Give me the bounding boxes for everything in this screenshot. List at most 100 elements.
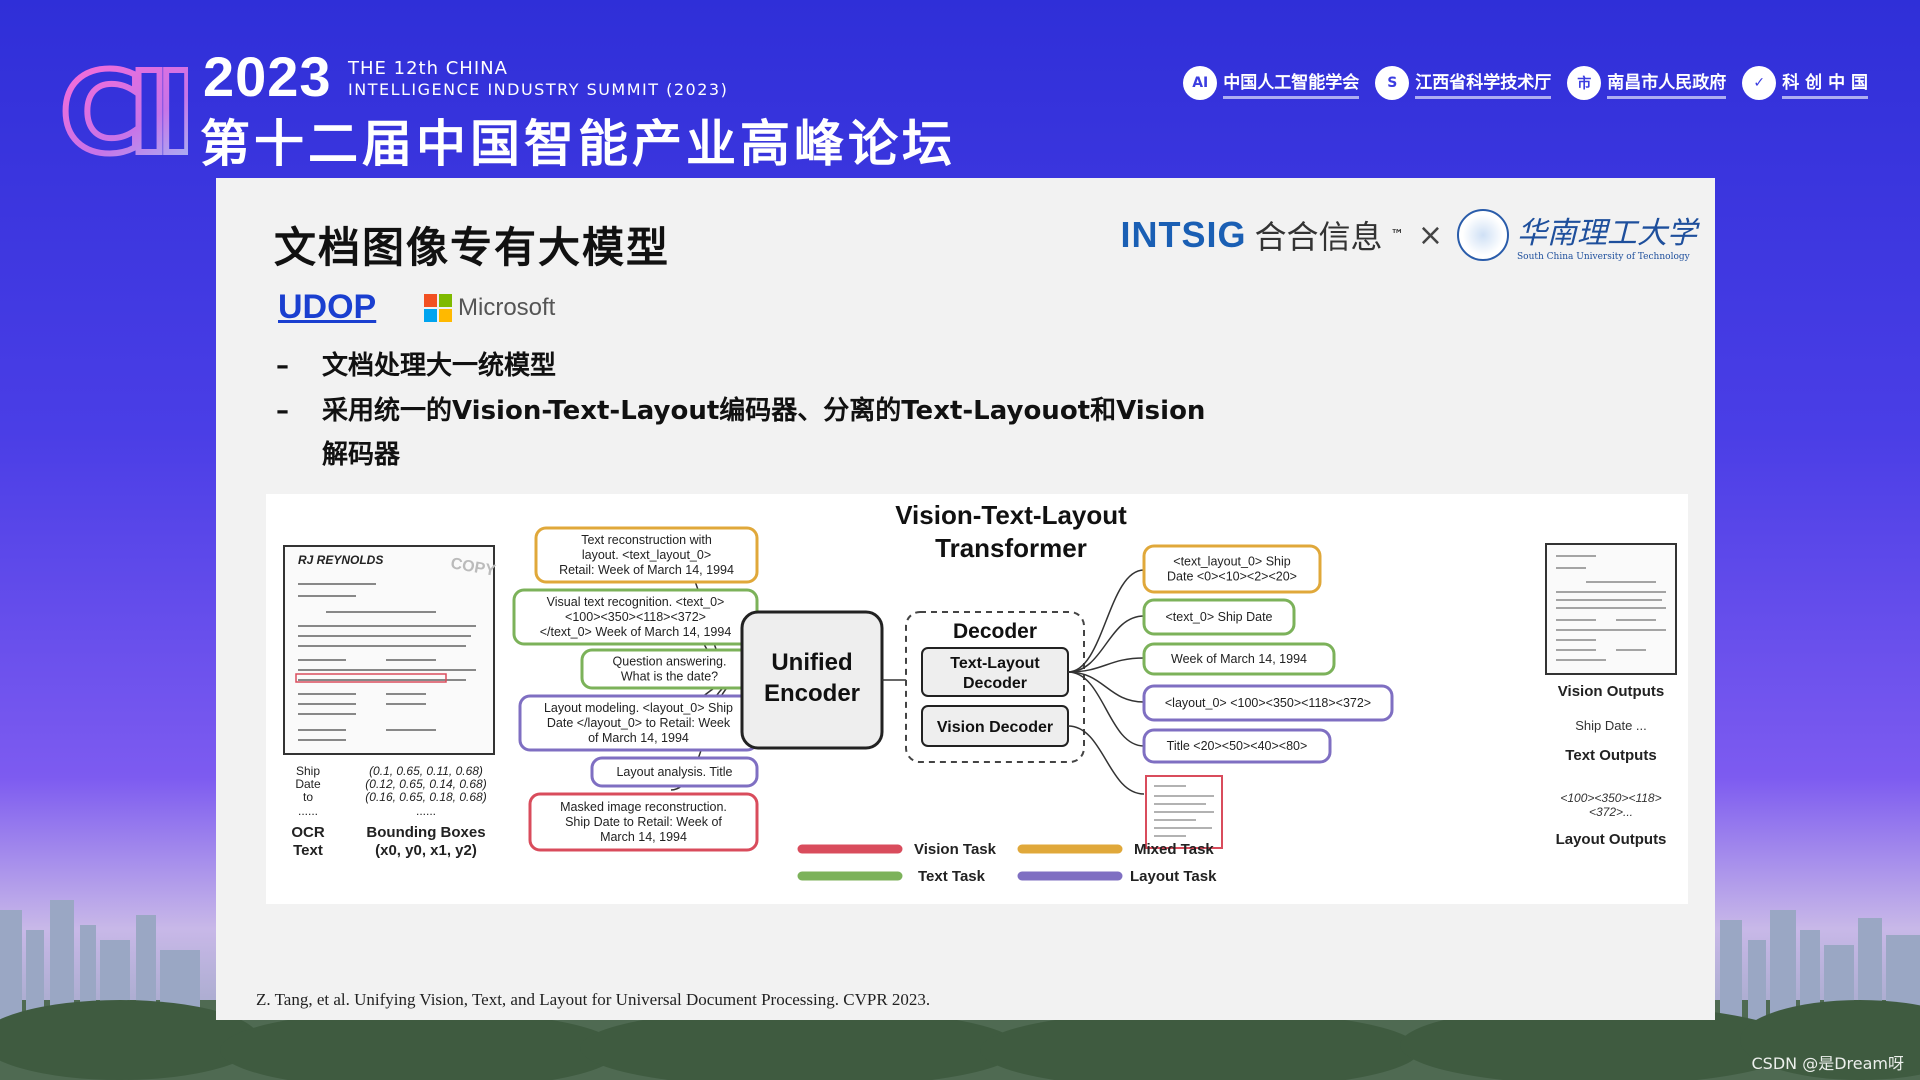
bounding-boxes-label: Bounding Boxes bbox=[366, 824, 485, 841]
diagram-title-line1: Vision-Text-Layout bbox=[895, 500, 1127, 530]
bounding-boxes-label: (x0, y0, x1, y2) bbox=[375, 842, 477, 859]
svg-text:CIIS: CIIS bbox=[60, 49, 188, 166]
ship-date-output: Ship Date ... bbox=[1575, 718, 1647, 733]
intsig-logo: INTSIG bbox=[1120, 214, 1247, 255]
udop-link[interactable]: UDOP bbox=[278, 288, 377, 326]
vision-decoder-label: Vision Decoder bbox=[937, 719, 1053, 736]
sponsor-name: 南昌市人民政府 bbox=[1607, 72, 1727, 93]
task-legend: Vision Task Mixed Task Text Task Layout … bbox=[797, 841, 1217, 885]
legend-label: Mixed Task bbox=[1134, 841, 1214, 858]
bullet-item: –采用统一的Vision-Text-Layout编码器、分离的Text-Layo… bbox=[276, 396, 1206, 426]
ocr-word: Date bbox=[295, 777, 321, 791]
layout-outputs-label: Layout Outputs bbox=[1556, 831, 1667, 848]
ocr-text-label: OCR bbox=[291, 824, 325, 841]
output-box: <layout_0> <100><350><118><372> bbox=[1142, 684, 1394, 722]
bullet-text: 采用统一的Vision-Text-Layout编码器、分离的Text-Layou… bbox=[322, 396, 1206, 426]
output-box-text: <text_0> Ship Date bbox=[1165, 610, 1272, 624]
microsoft-logo: Microsoft bbox=[424, 294, 555, 322]
decoder-block: Decoder Text-Layout Decoder Vision Decod… bbox=[905, 611, 1085, 763]
ciis-logo: CIIS bbox=[58, 46, 188, 166]
bbox-value: (0.16, 0.65, 0.18, 0.68) bbox=[365, 790, 486, 804]
layout-output-value: <100><350><118> bbox=[1560, 791, 1661, 805]
summit-english-line2: INTELLIGENCE INDUSTRY SUMMIT (2023) bbox=[348, 80, 729, 99]
diagram-title-line2: Transformer bbox=[935, 533, 1087, 563]
ocr-text-label: Text bbox=[293, 842, 323, 859]
output-box-text: <layout_0> <100><350><118><372> bbox=[1165, 696, 1371, 710]
nanchang-logo-icon: 市 bbox=[1567, 66, 1602, 100]
microsoft-windows-icon bbox=[424, 294, 452, 322]
scut-seal-icon bbox=[1457, 209, 1509, 261]
input-document-image: RJ REYNOLDS COPY bbox=[283, 545, 497, 755]
reconstructed-image-output bbox=[1145, 775, 1223, 849]
legend-label: Layout Task bbox=[1130, 868, 1217, 885]
ocr-word: to bbox=[303, 790, 313, 804]
sponsor-innovation-china: ✓ 科 创 中 国 bbox=[1742, 66, 1868, 100]
task-box-text: Retail: Week of March 14, 1994 bbox=[559, 563, 734, 577]
output-box: <text_0> Ship Date bbox=[1142, 598, 1296, 636]
diagram-canvas: Vision-Text-Layout Transformer RJ REYNOL… bbox=[283, 500, 1677, 885]
microsoft-name: Microsoft bbox=[458, 294, 556, 321]
scut-english-name: South China University of Technology bbox=[1517, 252, 1690, 262]
paper-citation: Z. Tang, et al. Unifying Vision, Text, a… bbox=[256, 990, 931, 1009]
collaboration-times-icon: × bbox=[1417, 217, 1443, 253]
ocr-ellipsis: ...... bbox=[298, 804, 318, 818]
decoder-title: Decoder bbox=[953, 620, 1037, 643]
task-box-text: <100><350><118><372> bbox=[565, 610, 706, 624]
unified-encoder-block: Unified Encoder bbox=[740, 610, 884, 750]
sponsor-name: 中国人工智能学会 bbox=[1223, 72, 1360, 93]
summit-english-line1: THE 12th CHINA bbox=[348, 58, 508, 79]
vision-output-document bbox=[1545, 543, 1677, 675]
bbox-value: (0.12, 0.65, 0.14, 0.68) bbox=[365, 777, 486, 791]
task-box: Visual text recognition. <text_0><100><3… bbox=[512, 588, 759, 646]
document-header: RJ REYNOLDS bbox=[298, 553, 383, 567]
legend-label: Vision Task bbox=[914, 841, 997, 858]
csdn-watermark: CSDN @是Dream呀 bbox=[1751, 1054, 1905, 1073]
task-box-text: Question answering. bbox=[613, 655, 727, 669]
caai-logo-icon: AI bbox=[1183, 66, 1218, 100]
vision-outputs-label: Vision Outputs bbox=[1558, 683, 1664, 700]
bbox-value: (0.1, 0.65, 0.11, 0.68) bbox=[369, 764, 483, 778]
sponsor-name: 江西省科学技术厅 bbox=[1415, 72, 1552, 93]
partner-logos: INTSIG 合合信息 ™ × 华南理工大学 South China Univer… bbox=[1120, 208, 1697, 262]
output-connectors bbox=[1067, 569, 1145, 795]
innovation-china-logo-icon: ✓ bbox=[1742, 66, 1777, 100]
bbox-ellipsis: ...... bbox=[416, 804, 436, 818]
text-layout-decoder-label: Text-Layout bbox=[950, 655, 1040, 672]
task-box-text: Date </layout_0> to Retail: Week bbox=[547, 716, 731, 730]
task-box-text: Visual text recognition. <text_0> bbox=[547, 595, 725, 609]
encoder-label: Unified bbox=[771, 649, 852, 676]
task-box-text: of March 14, 1994 bbox=[588, 731, 689, 745]
trademark-mark: ™ bbox=[1390, 227, 1404, 243]
intsig-chinese-name: 合合信息 bbox=[1254, 218, 1383, 256]
output-box-text: Week of March 14, 1994 bbox=[1171, 652, 1307, 666]
sponsor-logos: AI 中国人工智能学会 S 江西省科学技术厅 市 南昌市人民政府 ✓ 科 创 中… bbox=[1183, 66, 1868, 100]
output-box-text: Date <0><10><2><20> bbox=[1167, 570, 1297, 584]
bullet-item: –文档处理大一统模型 bbox=[276, 351, 557, 381]
output-box: Title <20><50><40><80> bbox=[1142, 728, 1332, 764]
jiangxi-science-logo-icon: S bbox=[1375, 66, 1410, 100]
summit-chinese-title: 第十二届中国智能产业高峰论坛 bbox=[200, 115, 956, 173]
task-box: Layout analysis. Title bbox=[590, 756, 759, 788]
encoder-label: Encoder bbox=[764, 680, 860, 707]
task-box-text: Text reconstruction with bbox=[581, 533, 712, 547]
sponsor-jiangxi-science: S 江西省科学技术厅 bbox=[1375, 66, 1552, 100]
sponsor-name: 科 创 中 国 bbox=[1782, 72, 1868, 93]
legend-label: Text Task bbox=[918, 868, 986, 885]
task-box-text: Layout analysis. Title bbox=[616, 765, 732, 779]
layout-output-value: <372>... bbox=[1589, 805, 1633, 819]
bullet-text-continuation: 解码器 bbox=[322, 440, 401, 470]
scut-chinese-name: 华南理工大学 bbox=[1517, 216, 1697, 251]
summit-year: 2023 bbox=[203, 45, 332, 108]
sponsor-nanchang-government: 市 南昌市人民政府 bbox=[1567, 66, 1727, 100]
sponsor-caai: AI 中国人工智能学会 bbox=[1183, 66, 1360, 100]
task-box-text: layout. <text_layout_0> bbox=[582, 548, 711, 562]
task-box-text: Layout modeling. <layout_0> Ship bbox=[544, 701, 733, 715]
task-box-text: What is the date? bbox=[621, 670, 718, 684]
udop-architecture-diagram: Vision-Text-Layout Transformer RJ REYNOL… bbox=[266, 494, 1688, 904]
task-box-text: </text_0> Week of March 14, 1994 bbox=[540, 625, 732, 639]
